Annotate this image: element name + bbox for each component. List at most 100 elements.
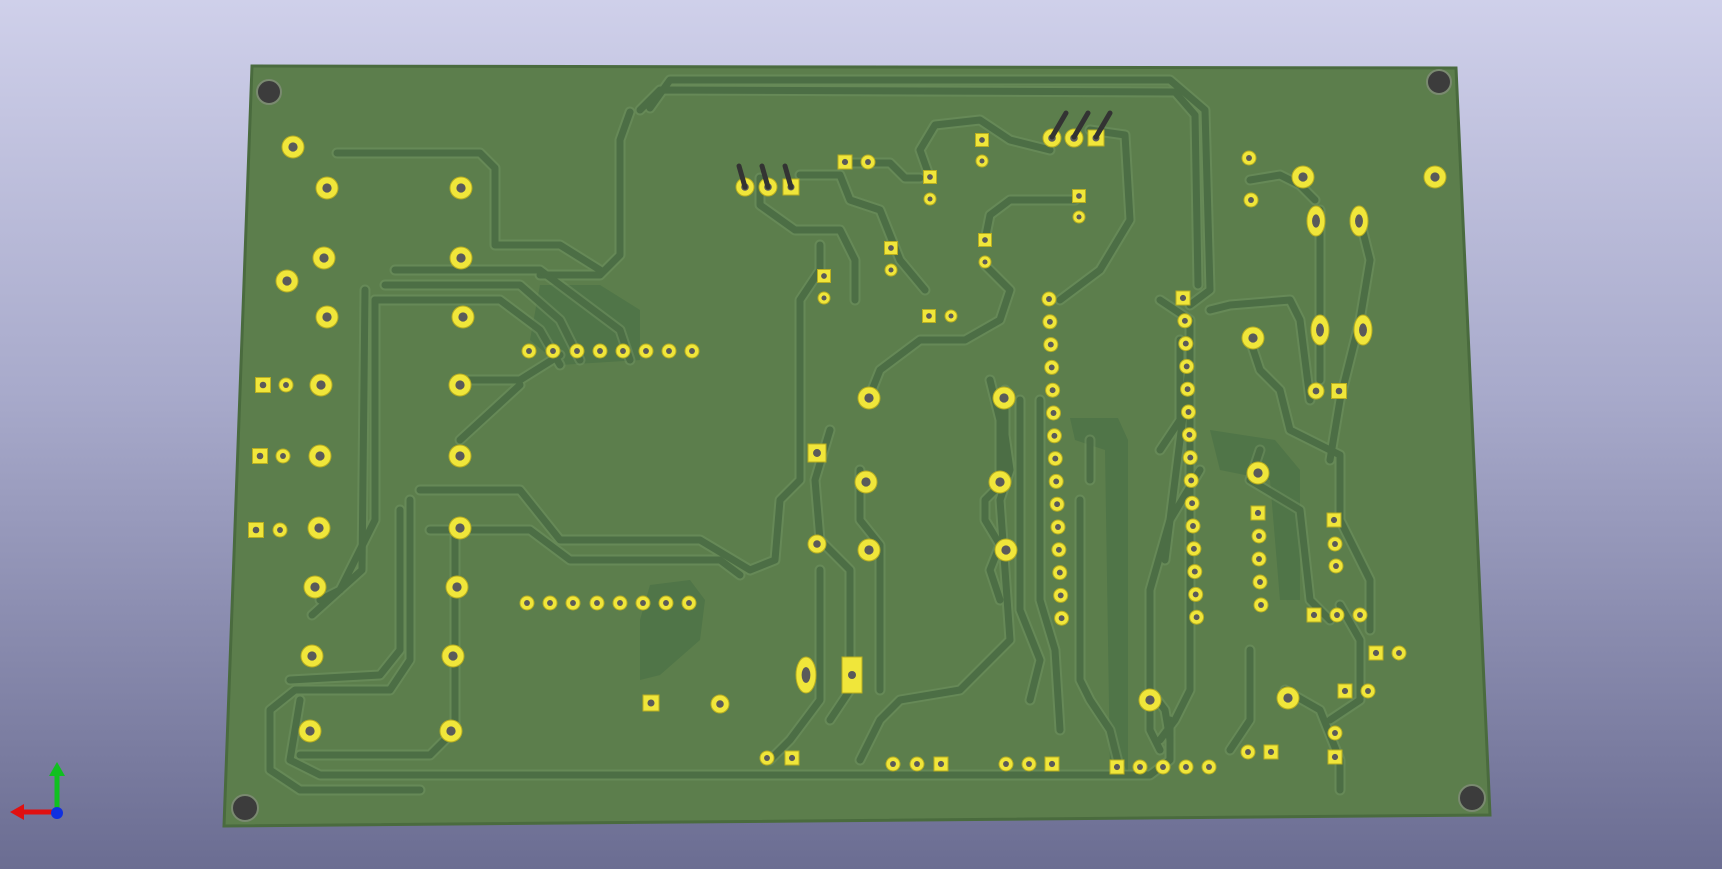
pad-drill-hole [1057, 592, 1064, 599]
pad-drill-hole [927, 174, 933, 180]
pad-drill-hole [322, 183, 332, 193]
pad-drill-hole [643, 348, 649, 354]
pad-drill-hole [455, 380, 465, 390]
pad-drill-hole [1186, 431, 1193, 438]
pad-drill-hole [1054, 501, 1061, 508]
pad-drill-hole [821, 295, 827, 301]
pad-drill-hole [547, 600, 553, 606]
pad-drill-hole [1256, 556, 1262, 562]
pad-drill-hole [764, 755, 770, 761]
pad-drill-hole [252, 526, 260, 534]
pad-drill-hole [979, 137, 985, 143]
pad-drill-hole [821, 273, 827, 279]
pad-drill-hole [1189, 500, 1196, 507]
pad-drill-hole [1184, 386, 1191, 393]
pad-drill-hole [280, 453, 286, 459]
pad-drill-hole [1267, 748, 1275, 756]
pad-drill-hole [1298, 172, 1308, 182]
pad-drill-hole [1137, 764, 1143, 770]
pad-drill-hole [1183, 764, 1189, 770]
pad-drill-hole [1190, 523, 1196, 529]
pad-drill-hole [1430, 172, 1440, 182]
pad-drill-hole [1245, 749, 1251, 755]
pad-drill-hole [937, 760, 945, 768]
pad-drill-hole [666, 348, 672, 354]
pad-drill-hole [1359, 323, 1367, 337]
pad-drill-hole [448, 651, 458, 661]
pad-drill-hole [890, 761, 896, 767]
pad-drill-hole [452, 582, 462, 592]
pad-drill-hole [307, 651, 317, 661]
pad-drill-hole [948, 313, 954, 319]
pad-drill-hole [620, 348, 626, 354]
pad-drill-hole [594, 600, 600, 606]
pad-drill-hole [1050, 410, 1057, 416]
x-axis-arrowhead [10, 804, 24, 820]
pad-drill-hole [259, 381, 267, 389]
pad-drill-hole [1330, 516, 1338, 524]
pad-drill-hole [524, 600, 530, 606]
pad-drill-hole [1053, 478, 1060, 485]
pad-drill-hole [570, 600, 576, 606]
pad-drill-hole [1332, 541, 1338, 547]
pad-drill-hole [1312, 214, 1320, 228]
pad-drill-hole [455, 523, 465, 533]
pad-drill-hole [1055, 546, 1062, 553]
mounting-hole [1426, 69, 1452, 95]
pad-drill-hole [319, 253, 329, 263]
header-pin [782, 163, 794, 190]
pad-drill-hole [1357, 612, 1363, 618]
pad-drill-hole [1206, 764, 1212, 770]
pad-drill-hole [1145, 695, 1155, 705]
pad-drill-hole [1046, 318, 1053, 325]
pad-drill-hole [999, 393, 1009, 403]
pad-drill-hole [1187, 454, 1194, 461]
header-pin [736, 163, 748, 190]
pad-drill-hole [1355, 214, 1363, 228]
pad-drill-hole [574, 348, 580, 354]
pad-drill-hole [617, 600, 623, 606]
pad-drill-hole [865, 159, 871, 165]
pad-drill-hole [597, 348, 603, 354]
pads[interactable] [248, 128, 1447, 775]
pad-drill-hole [1051, 432, 1058, 439]
axis-gizmo[interactable] [8, 760, 78, 830]
pad-drill-hole [288, 142, 298, 152]
pad-drill-hole [455, 451, 465, 461]
pad-drill-hole [864, 545, 874, 555]
pad-drill-hole [1253, 468, 1263, 478]
pad-drill-hole [446, 726, 456, 736]
z-axis-dot [51, 807, 63, 819]
pad-drill-hole [1334, 612, 1340, 618]
pad-drill-hole [813, 449, 821, 457]
pad-drill-hole [316, 380, 326, 390]
pad-drill-hole [1258, 602, 1264, 608]
pad-drill-hole [995, 477, 1005, 487]
pad-drill-hole [888, 267, 894, 273]
pad-drill-hole [1341, 687, 1349, 695]
header-pins [736, 110, 1113, 190]
pad-drill-hole [1248, 333, 1258, 343]
pad-drill-hole [1026, 761, 1032, 767]
pad-drill-hole [861, 477, 871, 487]
pad-drill-hole [283, 382, 289, 388]
pad-drill-hole [1056, 569, 1063, 576]
pad-drill-hole [663, 600, 669, 606]
pad-drill-hole [282, 276, 292, 286]
pad-drill-hole [1049, 387, 1056, 394]
pad-drill-hole [888, 245, 894, 251]
pcb-board[interactable] [222, 64, 1492, 828]
header-pin [1071, 110, 1091, 140]
pad-drill-hole [1046, 296, 1052, 302]
pad-drill-hole [1076, 214, 1082, 220]
pad-drill-hole [1058, 615, 1065, 622]
pad-drill-hole [647, 699, 655, 707]
header-pin [1049, 110, 1069, 140]
pad-drill-hole [914, 761, 920, 767]
pad-drill-hole [1001, 545, 1011, 555]
pad-drill-hole [458, 312, 468, 322]
pad-drill-hole [277, 527, 283, 533]
pad-drill-hole [1333, 563, 1339, 569]
